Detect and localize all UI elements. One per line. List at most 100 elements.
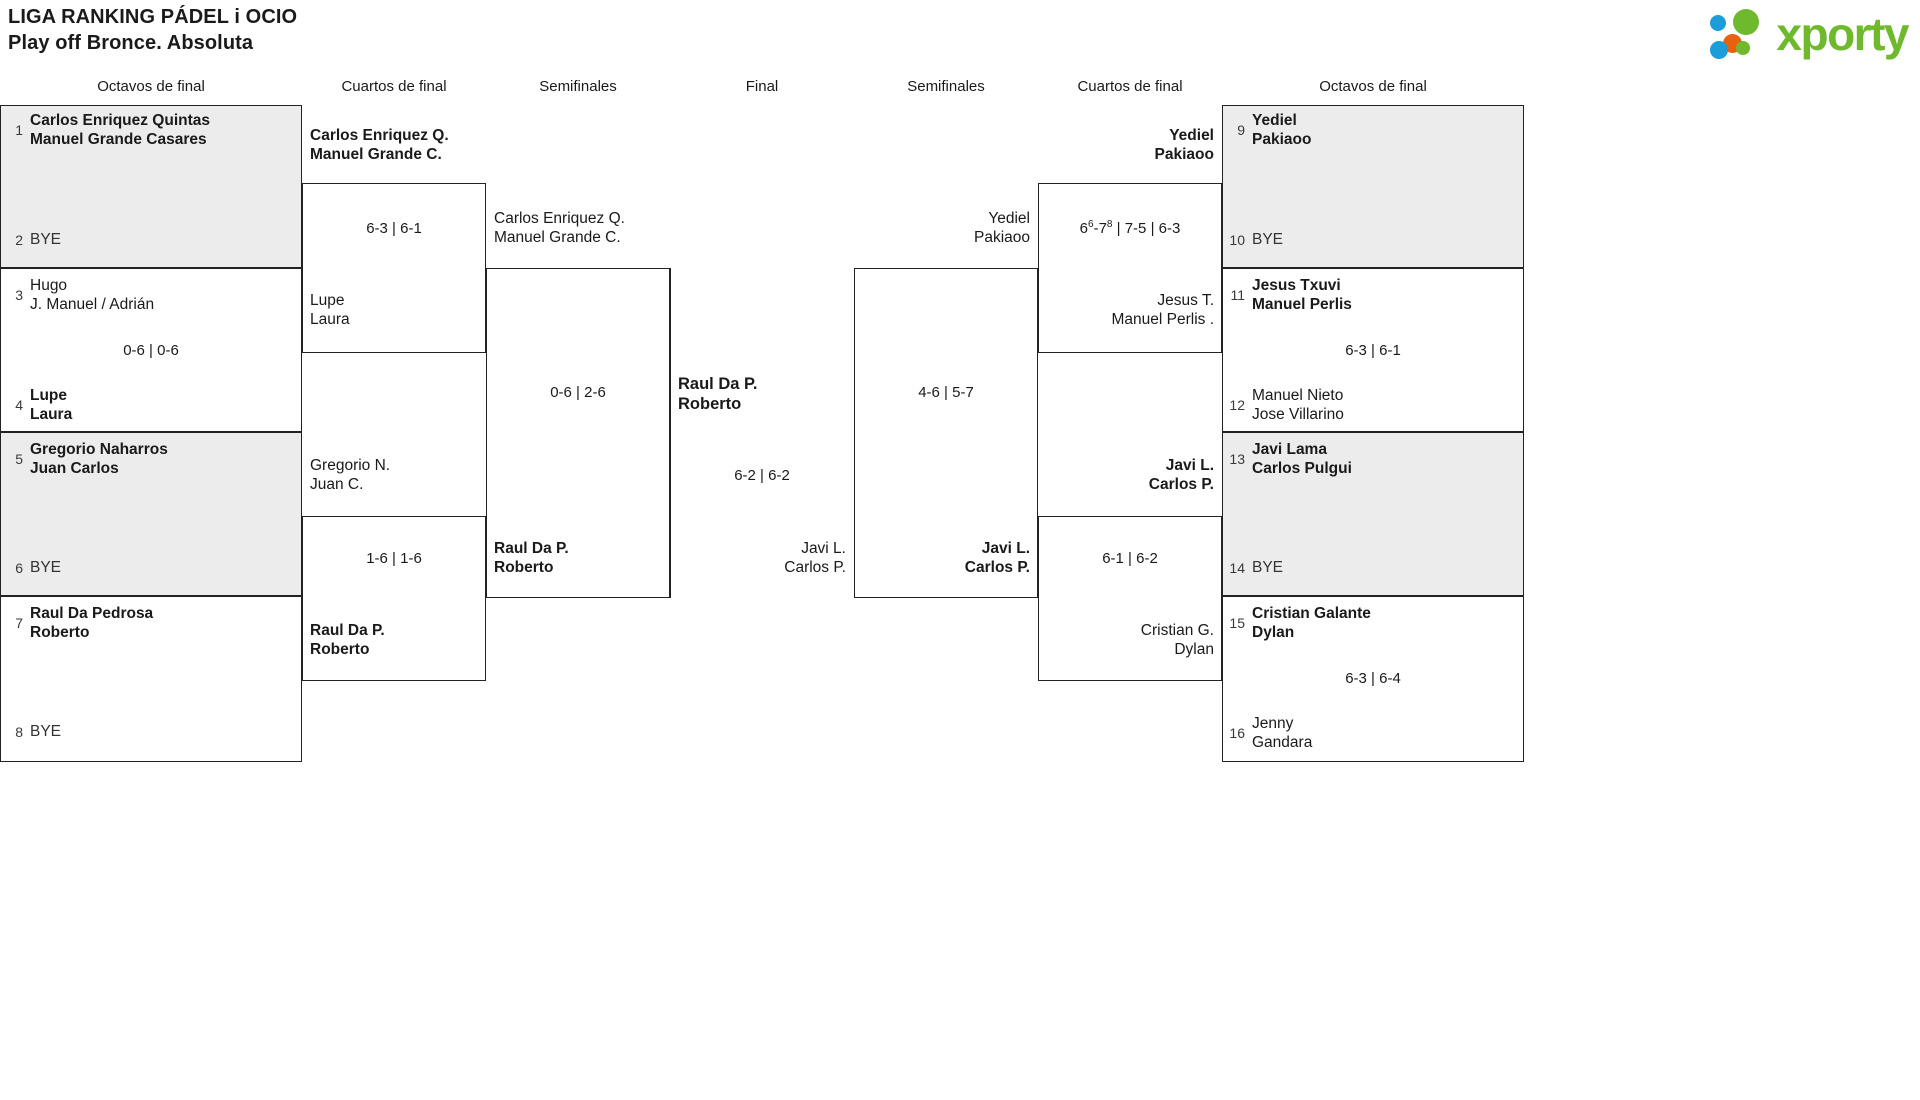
seed-number: 3 (15, 287, 23, 304)
seed-entry-5[interactable]: 5 Gregorio Naharros Juan Carlos (6, 440, 168, 478)
match-box-r16-r4[interactable] (1222, 596, 1524, 762)
match-box-r16-r3[interactable] (1222, 432, 1524, 596)
qf-right-2-bot-name: Cristian G. Dylan (1140, 622, 1214, 659)
seed-entry-4[interactable]: 4 Lupe Laura (6, 386, 72, 424)
sf-right-top-name: Yediel Pakiaoo (973, 210, 1030, 247)
match-score-qf-r1: 66-78 | 7-5 | 6-3 (1038, 219, 1222, 238)
match-box-qf-r2[interactable] (1038, 516, 1222, 681)
match-box-qf-l1[interactable] (302, 183, 486, 353)
final-left-finalist: Raul Da P. Roberto (678, 375, 758, 414)
qf-right-1-bot-name: Jesus T. Manuel Perlis . (1111, 292, 1214, 329)
qf-left-1-bot-name: Lupe Laura (310, 292, 350, 329)
seed-entry-10[interactable]: 10 BYE (1228, 230, 1283, 249)
match-box-sf-left[interactable] (486, 268, 670, 598)
match-score-r16-l2: 0-6 | 0-6 (123, 342, 179, 359)
match-score-qf-l1: 6-3 | 6-1 (366, 220, 422, 237)
player-names: BYE (30, 559, 62, 576)
player-names: Jenny Gandara (1252, 715, 1313, 752)
seed-entry-11[interactable]: 11 Jesus Txuvi Manuel Perlis (1228, 276, 1352, 314)
qf-left-1-top-name: Carlos Enriquez Q. Manuel Grande C. (310, 127, 449, 164)
seed-number: 6 (15, 559, 23, 576)
match-box-r16-l2[interactable] (0, 268, 302, 432)
seed-entry-1[interactable]: 1 Carlos Enriquez Quintas Manuel Grande … (6, 111, 210, 149)
score-text: 6-1 | 6-2 (1102, 550, 1158, 567)
match-box-r16-l4[interactable] (0, 596, 302, 762)
seed-number: 13 (1229, 451, 1245, 468)
seed-entry-6[interactable]: 6 BYE (6, 558, 61, 577)
round-header-octavos-right: Octavos de final (1319, 78, 1427, 95)
seed-entry-9[interactable]: 9 Yediel Pakiaoo (1228, 111, 1311, 149)
seed-entry-16[interactable]: 16 Jenny Gandara (1228, 714, 1312, 752)
match-box-r16-l1[interactable] (0, 105, 302, 268)
qf-left-2-top-name: Gregorio N. Juan C. (310, 457, 391, 494)
round-header-cuartos-right: Cuartos de final (1077, 78, 1183, 95)
seed-entry-7[interactable]: 7 Raul Da Pedrosa Roberto (6, 604, 153, 642)
round-header-semifinales-left: Semifinales (539, 78, 617, 95)
match-box-sf-right[interactable] (854, 268, 1038, 598)
player-names: Jesus Txuvi Manuel Perlis (1252, 277, 1352, 314)
match-box-qf-l2[interactable] (302, 516, 486, 681)
seed-number: 10 (1229, 231, 1245, 248)
qf-right-1-top-name: Yediel Pakiaoo (1154, 127, 1214, 164)
match-score-final: 6-2 | 6-2 (734, 467, 790, 484)
logo-wordmark: xporty (1776, 8, 1909, 60)
round-header-semifinales-right: Semifinales (907, 78, 985, 95)
seed-entry-2[interactable]: 2 BYE (6, 230, 61, 249)
match-score-sf-left: 0-6 | 2-6 (550, 384, 606, 401)
seed-number: 12 (1229, 397, 1245, 414)
seed-entry-14[interactable]: 14 BYE (1228, 558, 1283, 577)
final-right-finalist: Javi L. Carlos P. (784, 540, 846, 577)
final-divider-left (670, 268, 671, 598)
seed-number: 16 (1229, 725, 1245, 742)
seed-entry-12[interactable]: 12 Manuel Nieto Jose Villarino (1228, 386, 1344, 424)
seed-entry-3[interactable]: 3 Hugo J. Manuel / Adrián (6, 276, 154, 314)
player-names: BYE (1252, 559, 1284, 576)
seed-number: 5 (15, 451, 23, 468)
match-box-r16-l3[interactable] (0, 432, 302, 596)
player-names: Yediel Pakiaoo (1252, 112, 1312, 149)
sf-right-bot-name: Javi L. Carlos P. (964, 540, 1030, 577)
player-names: Lupe Laura (30, 387, 73, 424)
player-names: Manuel Nieto Jose Villarino (1252, 387, 1344, 424)
qf-left-2-bot-name: Raul Da P. Roberto (310, 622, 385, 659)
qf-right-2-top-name: Javi L. Carlos P. (1148, 457, 1214, 494)
sf-left-top-name: Carlos Enriquez Q. Manuel Grande C. (494, 210, 625, 247)
match-score-r16-r4: 6-3 | 6-4 (1345, 670, 1401, 687)
seed-number: 14 (1229, 559, 1245, 576)
seed-number: 1 (15, 122, 23, 139)
xporty-logo: xporty (1710, 6, 1909, 62)
player-names: Raul Da Pedrosa Roberto (30, 605, 154, 642)
match-box-qf-r1[interactable] (1038, 183, 1222, 353)
page-title: LIGA RANKING PÁDEL i OCIO Play off Bronc… (8, 6, 298, 55)
round-header-octavos-left: Octavos de final (97, 78, 205, 95)
match-score-qf-r2: 6-1 | 6-2 (1038, 550, 1222, 567)
round-header-final: Final (745, 78, 779, 95)
match-box-r16-r1[interactable] (1222, 105, 1524, 268)
logo-dots-icon (1710, 8, 1772, 60)
match-box-r16-r2[interactable] (1222, 268, 1524, 432)
seed-number: 11 (1230, 287, 1245, 304)
sf-left-bot-name: Raul Da P. Roberto (494, 540, 569, 577)
seed-entry-8[interactable]: 8 BYE (6, 722, 61, 741)
seed-entry-13[interactable]: 13 Javi Lama Carlos Pulgui (1228, 440, 1352, 478)
player-names: Carlos Enriquez Quintas Manuel Grande Ca… (30, 112, 211, 149)
player-names: BYE (1252, 231, 1284, 248)
seed-number: 4 (15, 397, 23, 414)
player-names: Gregorio Naharros Juan Carlos (30, 441, 168, 478)
player-names: BYE (30, 723, 62, 740)
player-names: Javi Lama Carlos Pulgui (1252, 441, 1352, 478)
seed-number: 2 (15, 231, 23, 248)
seed-number: 7 (15, 615, 23, 632)
seed-number: 9 (1237, 122, 1245, 139)
score-text: 66-78 | 7-5 | 6-3 (1079, 219, 1181, 238)
seed-number: 8 (15, 723, 23, 740)
player-names: Hugo J. Manuel / Adrián (30, 277, 155, 314)
seed-entry-15[interactable]: 15 Cristian Galante Dylan (1228, 604, 1371, 642)
match-score-qf-l2: 1-6 | 1-6 (366, 550, 422, 567)
match-score-sf-right: 4-6 | 5-7 (918, 384, 974, 401)
seed-number: 15 (1229, 615, 1245, 632)
player-names: Cristian Galante Dylan (1252, 605, 1371, 642)
player-names: BYE (30, 231, 62, 248)
match-score-r16-r2: 6-3 | 6-1 (1345, 342, 1401, 359)
